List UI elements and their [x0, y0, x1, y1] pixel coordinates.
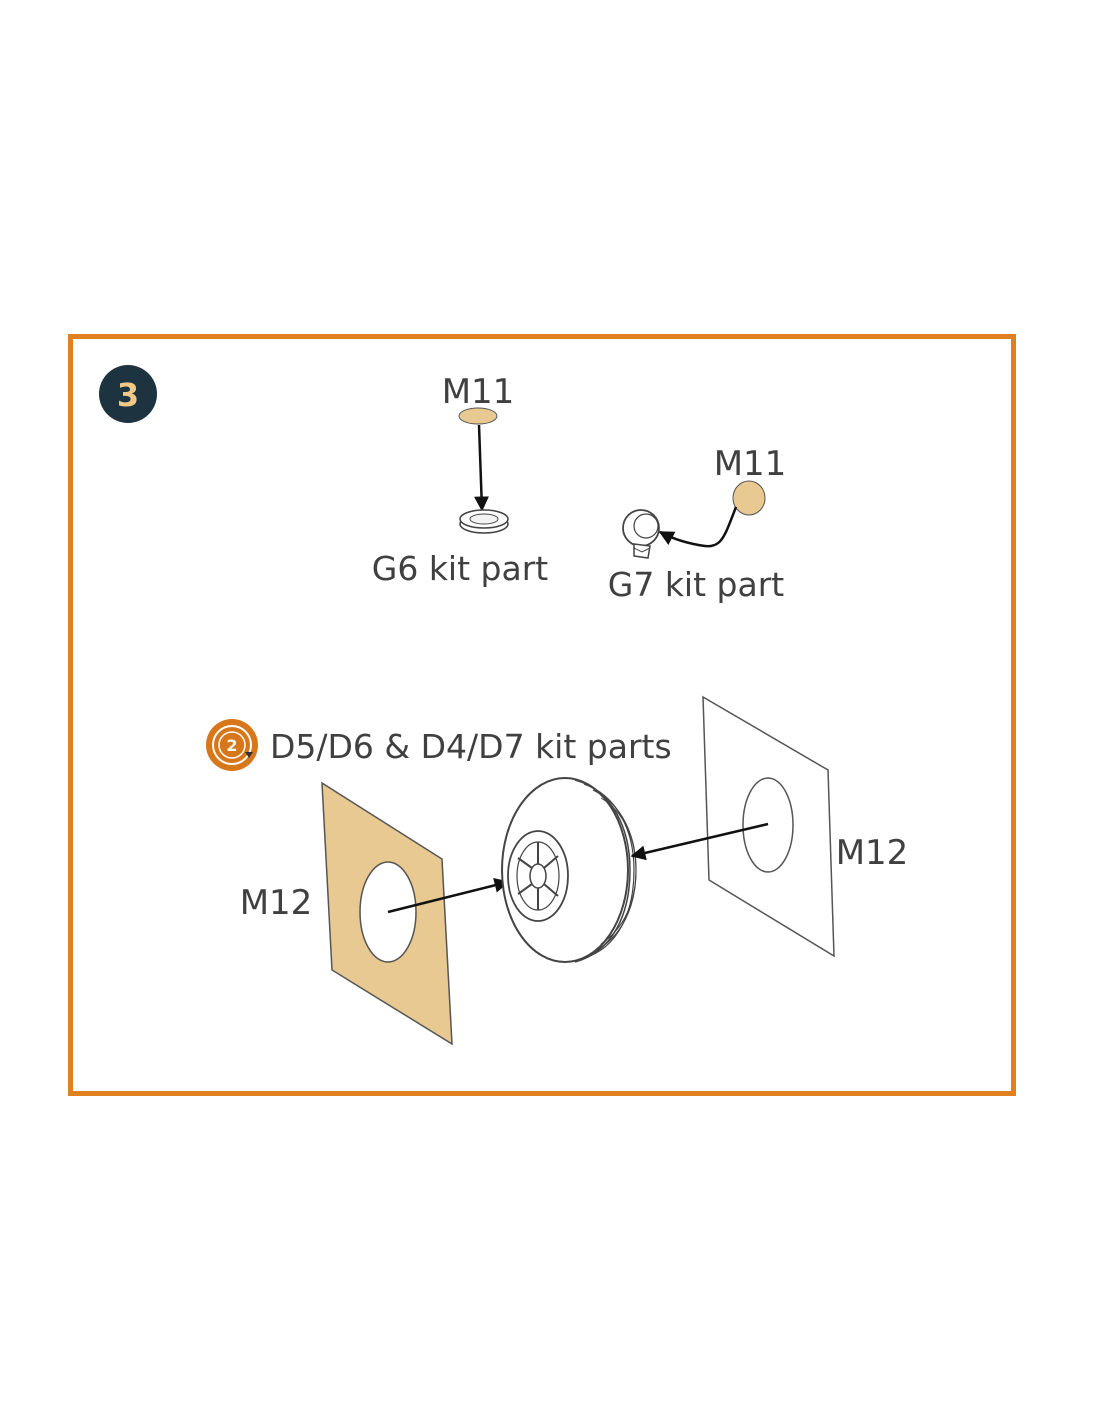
m11-right-label: M11	[714, 444, 787, 484]
g6-kit-part-label: G6 kit part	[372, 549, 549, 588]
arrow-m11-to-g6	[474, 424, 490, 512]
m11-top-label: M11	[442, 372, 515, 412]
arrow-left-plate-to-wheel	[387, 877, 510, 914]
step-badge: 3	[99, 365, 157, 423]
g7-kit-part-drawing	[622, 509, 660, 559]
m12-left-plate	[321, 781, 453, 1046]
g6-kit-part-drawing	[459, 509, 509, 534]
sub-step-label: D5/D6 & D4/D7 kit parts	[270, 727, 672, 766]
m12-right-plate	[702, 695, 835, 958]
m11-disc-top	[458, 407, 498, 425]
step-frame	[68, 334, 1016, 1096]
m12-left-label: M12	[240, 883, 313, 923]
g7-kit-part-label: G7 kit part	[608, 565, 785, 604]
arrow-right-plate-to-wheel	[630, 822, 769, 861]
step-number: 3	[117, 376, 139, 414]
circular-arrow-numbered-icon: 2	[206, 719, 258, 771]
m12-right-label: M12	[836, 833, 909, 873]
m11-disc-right	[732, 480, 766, 516]
step-badge-circle	[99, 365, 157, 423]
sub-step-number: 2	[226, 736, 237, 755]
arrow-m11-to-g7	[658, 506, 738, 548]
wheel-drawing	[501, 777, 637, 963]
